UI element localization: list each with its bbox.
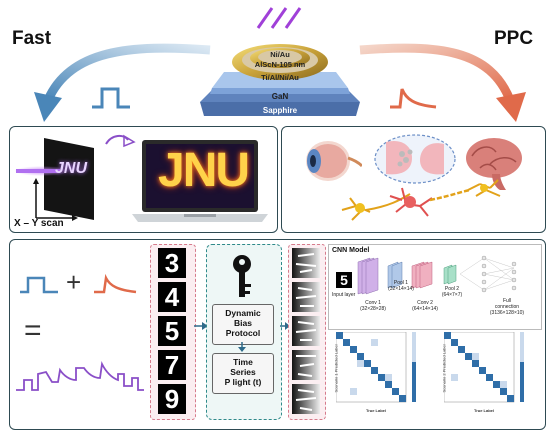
cnn-conv1-label: Conv 1 (32×28×28): [360, 300, 386, 312]
digit-4: 7: [158, 350, 186, 380]
ppc-label: PPC: [494, 28, 534, 49]
device-stack: [200, 44, 360, 116]
jnu-big-text: JNU: [158, 144, 250, 197]
fast-arrow-icon: [34, 43, 211, 122]
fast-label: Fast: [12, 28, 52, 49]
ppc-pulse-icon: [390, 88, 437, 109]
digit-1: 3: [158, 248, 186, 278]
arrow-to-encoded-icon: [280, 322, 290, 330]
cnn-input-digit: 5: [336, 272, 352, 288]
ppc-pulse-small-icon: [94, 274, 137, 294]
light-rays-icon: [256, 7, 302, 29]
cnn-layers: [357, 255, 517, 295]
eye-icon: [306, 141, 362, 181]
key-icon: [233, 255, 251, 297]
confusion-right-xlabel: True Label: [473, 408, 494, 413]
digit-2: 4: [158, 282, 186, 312]
fast-pulse-small-icon: [20, 276, 58, 294]
scanner-plate: [14, 138, 94, 221]
cnn-conv2-label: Conv 2 (64×14×14): [412, 300, 438, 312]
combined-signal-icon: [16, 361, 144, 391]
layer-sapphire-label: Sapphire: [262, 106, 298, 115]
equals-sign: =: [24, 314, 42, 347]
cnn-full-label: Full connection (3136×128×10): [489, 298, 525, 316]
digit-5: 9: [158, 384, 186, 414]
cnn-pool1-label: Pool 1 (32×14×14): [388, 280, 414, 292]
arrow-down-icon: [238, 342, 246, 352]
xy-scan-label: X – Y scan: [14, 218, 64, 229]
confusion-right-ylabel: Scenario 2 Predicted Label: [441, 344, 447, 393]
transfer-arrow-icon: [105, 134, 136, 148]
layer-gan-label: GaN: [271, 92, 289, 101]
confusion-left-xlabel: True Label: [365, 408, 386, 413]
plus-sign: +: [66, 267, 82, 297]
brain-icon: [466, 138, 522, 190]
laptop-display: [132, 140, 268, 222]
cnn-title: CNN Model: [332, 247, 370, 254]
arrow-to-protocol-icon: [194, 322, 208, 330]
layer-alscn-label: AlScN-105 nm: [254, 60, 306, 69]
digit-3: 5: [158, 316, 186, 346]
layer-electrode-label: Ti/Al/Ni/Au: [261, 73, 299, 82]
cnn-pool2-label: Pool 2 (64×7×7): [441, 286, 463, 298]
confusion-matrix-left: [336, 332, 416, 403]
dynamic-bias-label: Dynamic Bias Protocol: [212, 304, 274, 345]
confusion-matrix-right: [444, 332, 524, 403]
cnn-input-layer-label: Input layer: [332, 292, 356, 298]
fast-pulse-icon: [92, 87, 130, 109]
jnu-small-text: JNU: [55, 160, 88, 177]
layer-ni-au-label: Ni/Au: [270, 50, 290, 59]
ppc-arrow-icon: [359, 43, 526, 122]
confusion-left-ylabel: Scenario 1 Predicted Label: [333, 344, 339, 393]
encoded-outputs: [292, 248, 320, 414]
time-series-label: Time Series P light (t): [212, 353, 274, 394]
neuron-network-icon: [341, 179, 501, 221]
synapse-icon: [374, 134, 456, 184]
